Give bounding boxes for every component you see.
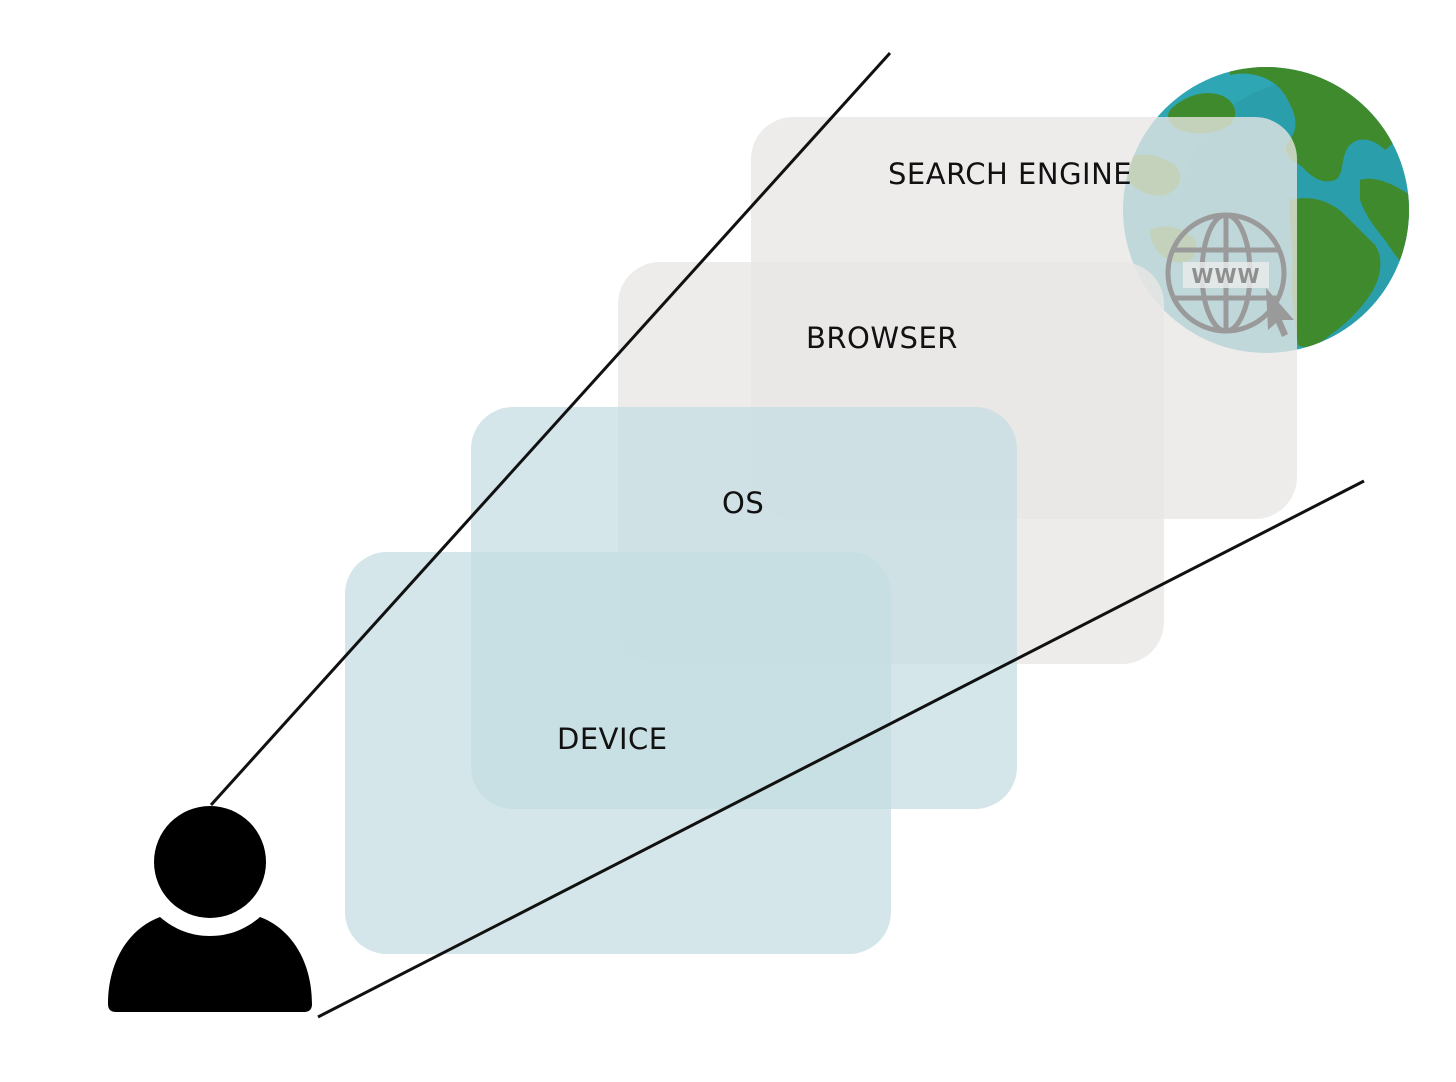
search-engine-label: SEARCH ENGINE: [888, 157, 1132, 191]
person-icon: [108, 806, 312, 1012]
os-label: OS: [722, 486, 764, 520]
cursor-icon: [1266, 288, 1294, 337]
browser-label: BROWSER: [806, 321, 958, 355]
device-panel: [345, 552, 891, 954]
www-badge-text: WWW: [1191, 264, 1260, 288]
view-line-lower: [317, 479, 1365, 1019]
device-label: DEVICE: [557, 722, 668, 756]
view-line-upper: [209, 51, 892, 807]
www-badge: [1183, 262, 1269, 288]
